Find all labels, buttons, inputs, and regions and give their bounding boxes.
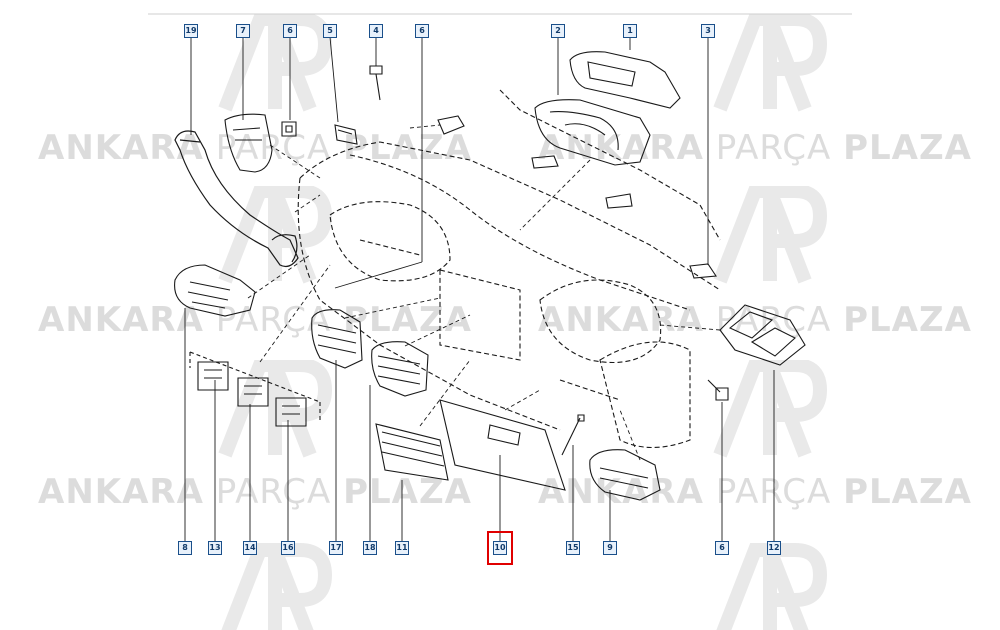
- part-switch-13: [197, 361, 229, 391]
- highlight-frame: [487, 531, 513, 565]
- part-left-vent: [174, 264, 256, 317]
- watermark-text: PLAZA: [843, 300, 972, 340]
- callout-label: 14: [243, 541, 257, 555]
- part-bracket: [605, 193, 633, 209]
- watermark-row: ANKARA PARÇA PLAZA: [38, 128, 472, 168]
- callout-label: 9: [603, 541, 617, 555]
- watermark-text: PLAZA: [843, 128, 972, 168]
- part-screw: [561, 414, 585, 456]
- watermark-text: PARÇA: [715, 128, 832, 168]
- watermark-text: ANKARA: [538, 300, 704, 340]
- callout-label: 6: [283, 24, 297, 38]
- callout-label: 15: [566, 541, 580, 555]
- part-switch-16: [275, 397, 307, 427]
- watermark-text: ANKARA: [538, 472, 704, 512]
- part-center-vent-right: [371, 341, 429, 397]
- watermark-row: ANKARA PARÇA PLAZA: [38, 300, 472, 340]
- watermark-text: ANKARA: [38, 472, 204, 512]
- watermark-row: ANKARA PARÇA PLAZA: [38, 472, 472, 512]
- part-side-cover: [224, 113, 273, 173]
- ap-logo-icon: [218, 14, 333, 112]
- watermark-text: PLAZA: [343, 300, 472, 340]
- ap-logo-icon: [713, 186, 828, 284]
- callout-label: 6: [415, 24, 429, 38]
- callout-label: 6: [715, 541, 729, 555]
- callout-label: 18: [363, 541, 377, 555]
- part-right-vent: [589, 449, 661, 501]
- callout-label: 4: [369, 24, 383, 38]
- watermark-text: ANKARA: [38, 300, 204, 340]
- part-center-vent-left: [311, 309, 363, 369]
- callout-label: 1: [623, 24, 637, 38]
- callout-label: 5: [323, 24, 337, 38]
- part-switch: [334, 124, 358, 145]
- callout-label: 3: [701, 24, 715, 38]
- ap-logo-icon: [713, 360, 828, 458]
- part-bracket: [531, 155, 559, 169]
- part-instrument-panel: [569, 51, 681, 109]
- callout-label: 12: [767, 541, 781, 555]
- watermark-text: PLAZA: [843, 472, 972, 512]
- callout-label: 19: [184, 24, 198, 38]
- callout-label: 2: [551, 24, 565, 38]
- ap-logo-icon: [218, 360, 333, 458]
- part-duct: [174, 130, 299, 268]
- watermark-row: ANKARA PARÇA PLAZA: [538, 300, 972, 340]
- watermark-text: PLAZA: [343, 128, 472, 168]
- callout-label: 8: [178, 541, 192, 555]
- dashboard-line-art: [148, 13, 852, 543]
- part-bolt: [369, 65, 383, 101]
- callout-label: 10: [493, 541, 507, 555]
- callout-label: 16: [281, 541, 295, 555]
- watermark-row: ANKARA PARÇA PLAZA: [538, 472, 972, 512]
- leader-lines: [184, 36, 775, 543]
- ap-logo-icon: [713, 14, 828, 112]
- part-instrument-surround: [534, 99, 651, 166]
- callout-label: 11: [395, 541, 409, 555]
- watermark-text: PARÇA: [715, 300, 832, 340]
- watermark-text: ANKARA: [38, 128, 204, 168]
- callout-label: 7: [236, 24, 250, 38]
- part-lower-grille: [375, 423, 449, 481]
- watermark-text: ANKARA: [538, 128, 704, 168]
- watermark-text: PLAZA: [343, 472, 472, 512]
- callout-label: 17: [329, 541, 343, 555]
- part-switch-14: [237, 377, 269, 407]
- watermark-row: ANKARA PARÇA PLAZA: [538, 128, 972, 168]
- part-bracket: [437, 115, 465, 135]
- exploded-diagram: ANKARA PARÇA PLAZA ANKARA PARÇA PLAZA AN…: [38, 13, 972, 630]
- watermark-text: PARÇA: [715, 472, 832, 512]
- part-clip: [281, 121, 297, 137]
- dashboard-outline: [297, 89, 721, 448]
- watermark-text: PARÇA: [215, 472, 332, 512]
- part-glovebox-lid: [439, 399, 566, 491]
- part-bolt: [707, 379, 729, 401]
- callout-label: 13: [208, 541, 222, 555]
- part-speaker-grille: [719, 304, 806, 366]
- part-bracket: [689, 263, 717, 279]
- watermark-text: PARÇA: [215, 300, 332, 340]
